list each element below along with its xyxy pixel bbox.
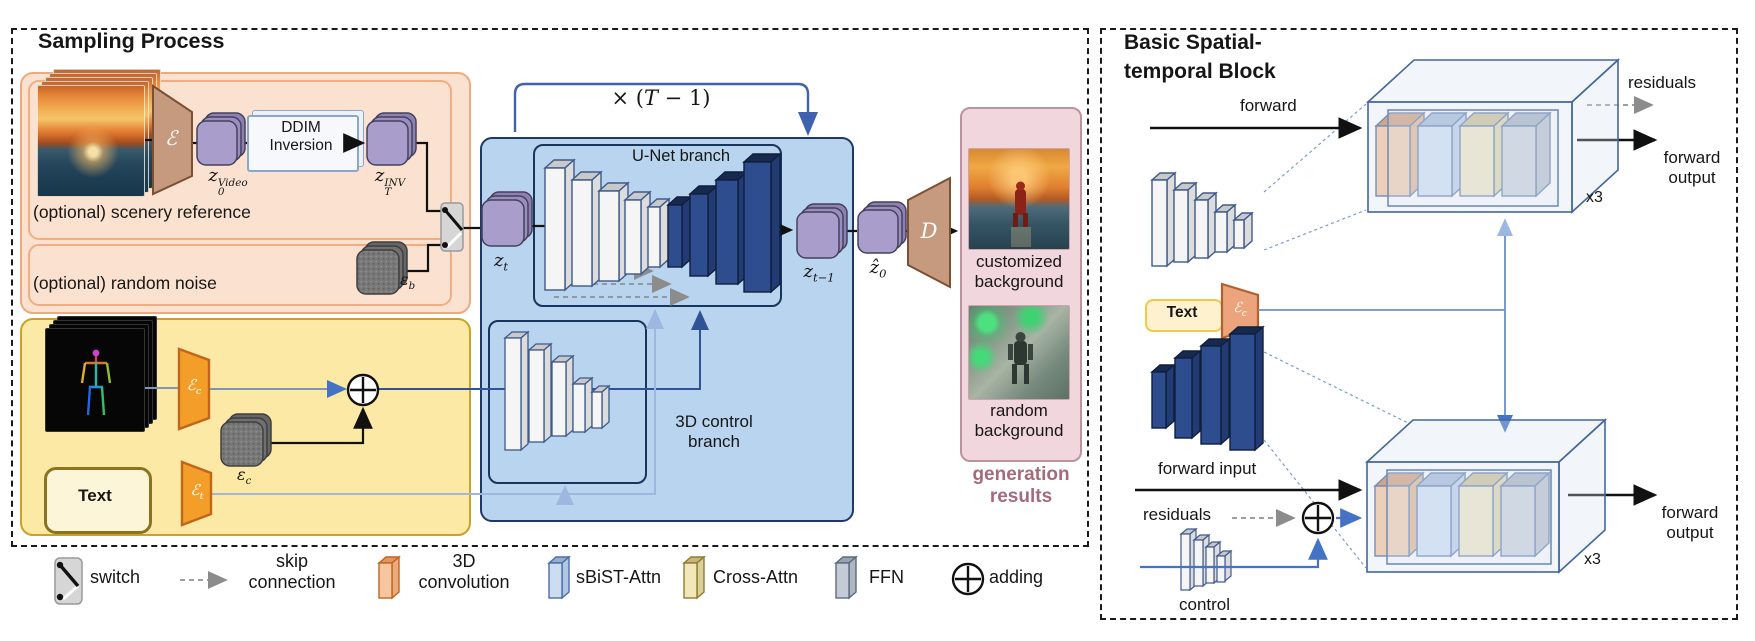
temporal-decoder-slabs — [1150, 325, 1265, 452]
spatial-temporal-block-bottom — [1364, 418, 1608, 574]
sbist-attn-icon — [547, 555, 571, 600]
latent-cubes — [196, 112, 907, 467]
pose-skeleton-icon — [80, 349, 112, 416]
noise-c-cube — [220, 413, 272, 467]
text-prompt-box-right — [1145, 299, 1223, 332]
conv3d-icon — [377, 555, 401, 600]
video-decoder-icon — [907, 176, 951, 289]
control-branch-slabs — [503, 330, 611, 452]
ffn-icon — [834, 555, 858, 600]
zT-inv-cube — [366, 112, 417, 166]
control-encoder-icon — [177, 347, 211, 431]
loop-arrow — [513, 82, 818, 136]
condition-flow-lines — [145, 309, 709, 505]
zt-minus1-cube — [796, 203, 848, 259]
sampling-process-panel — [11, 28, 1089, 547]
right-flow-lines — [1135, 96, 1658, 569]
text-encoder-icon — [180, 460, 213, 527]
video-encoder-icon — [152, 84, 193, 196]
adding-icon — [951, 562, 985, 596]
noise-b-cube — [356, 241, 408, 295]
z0-video-cube — [196, 112, 246, 166]
customized-background-result-image — [968, 148, 1070, 250]
cross-attn-icon — [682, 555, 706, 600]
unet-encoder-slabs — [543, 158, 671, 292]
unet-decoder-slabs — [666, 152, 782, 294]
zhat0-cube — [857, 201, 907, 254]
adding-node-right — [1301, 501, 1335, 535]
switch-legend-icon — [54, 557, 83, 605]
spatial-temporal-block-top — [1365, 58, 1621, 214]
adding-node — [346, 373, 380, 407]
text-prompt-box — [44, 467, 152, 534]
random-background-result-image — [968, 305, 1070, 400]
control-mini-slabs — [1179, 527, 1233, 592]
zoom-connector-lines — [1263, 103, 1411, 569]
scenery-reference-image — [37, 69, 161, 197]
control-branch-box — [488, 320, 647, 484]
switch-icon — [440, 202, 464, 252]
zt-cube — [481, 191, 533, 247]
pose-sequence-image — [45, 316, 157, 432]
spatial-temporal-block-panel — [1100, 28, 1738, 620]
spatial-encoder-slabs — [1150, 171, 1254, 268]
